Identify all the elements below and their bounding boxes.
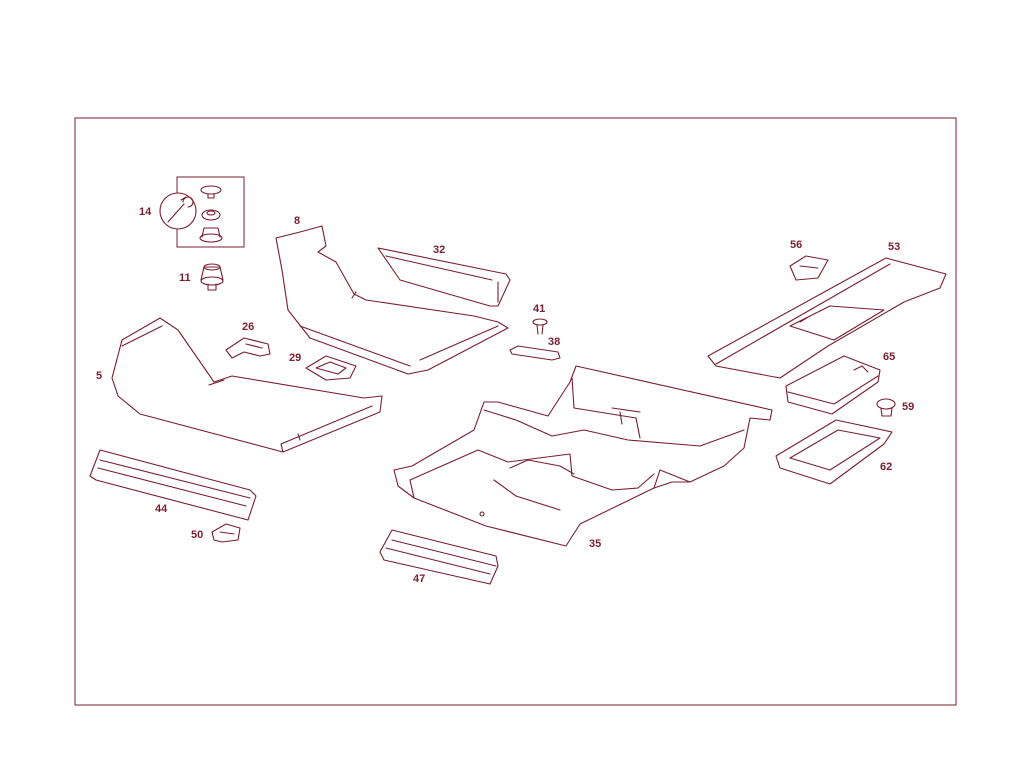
part-8-front-mat[interactable]: [275, 225, 509, 375]
callout-35: 35: [589, 538, 601, 550]
callout-44: 44: [155, 503, 168, 515]
part-38-strip[interactable]: [509, 345, 561, 361]
wrench-icon: [167, 196, 194, 223]
part-32-side-panel[interactable]: [377, 247, 511, 307]
part-14-fastener-kit[interactable]: [159, 176, 245, 248]
callout-11: 11: [179, 272, 191, 284]
callout-56: 56: [790, 239, 802, 251]
part-47-sill-rail[interactable]: [379, 529, 499, 585]
callout-5: 5: [96, 370, 102, 382]
callout-59: 59: [902, 401, 914, 413]
callout-41: 41: [533, 303, 545, 315]
part-11-grommet[interactable]: [200, 263, 224, 291]
callout-53: 53: [888, 241, 900, 253]
part-26-clip[interactable]: [225, 337, 271, 359]
callout-32: 32: [433, 244, 445, 256]
part-50-clip[interactable]: [211, 523, 241, 543]
callout-50: 50: [191, 529, 203, 541]
callout-8: 8: [294, 215, 300, 227]
diagram-frame: [74, 117, 957, 706]
part-53-rear-panel[interactable]: [707, 257, 947, 379]
part-65-cover[interactable]: [785, 355, 881, 415]
part-29-tray[interactable]: [305, 355, 357, 381]
callout-62: 62: [880, 461, 892, 473]
callout-47: 47: [413, 573, 425, 585]
part-56-bracket[interactable]: [789, 255, 829, 281]
part-41-screw[interactable]: [532, 318, 548, 335]
part-5-rear-carpet[interactable]: [111, 317, 383, 453]
part-62-tray[interactable]: [775, 419, 893, 485]
part-44-sill-rail[interactable]: [89, 449, 257, 521]
callout-38: 38: [548, 336, 560, 348]
callout-65: 65: [883, 351, 895, 363]
callout-14: 14: [139, 206, 152, 218]
callout-26: 26: [242, 321, 254, 333]
callout-29: 29: [289, 352, 301, 364]
part-35-floor-carpet[interactable]: [393, 365, 773, 547]
part-59-plug[interactable]: [876, 398, 896, 417]
